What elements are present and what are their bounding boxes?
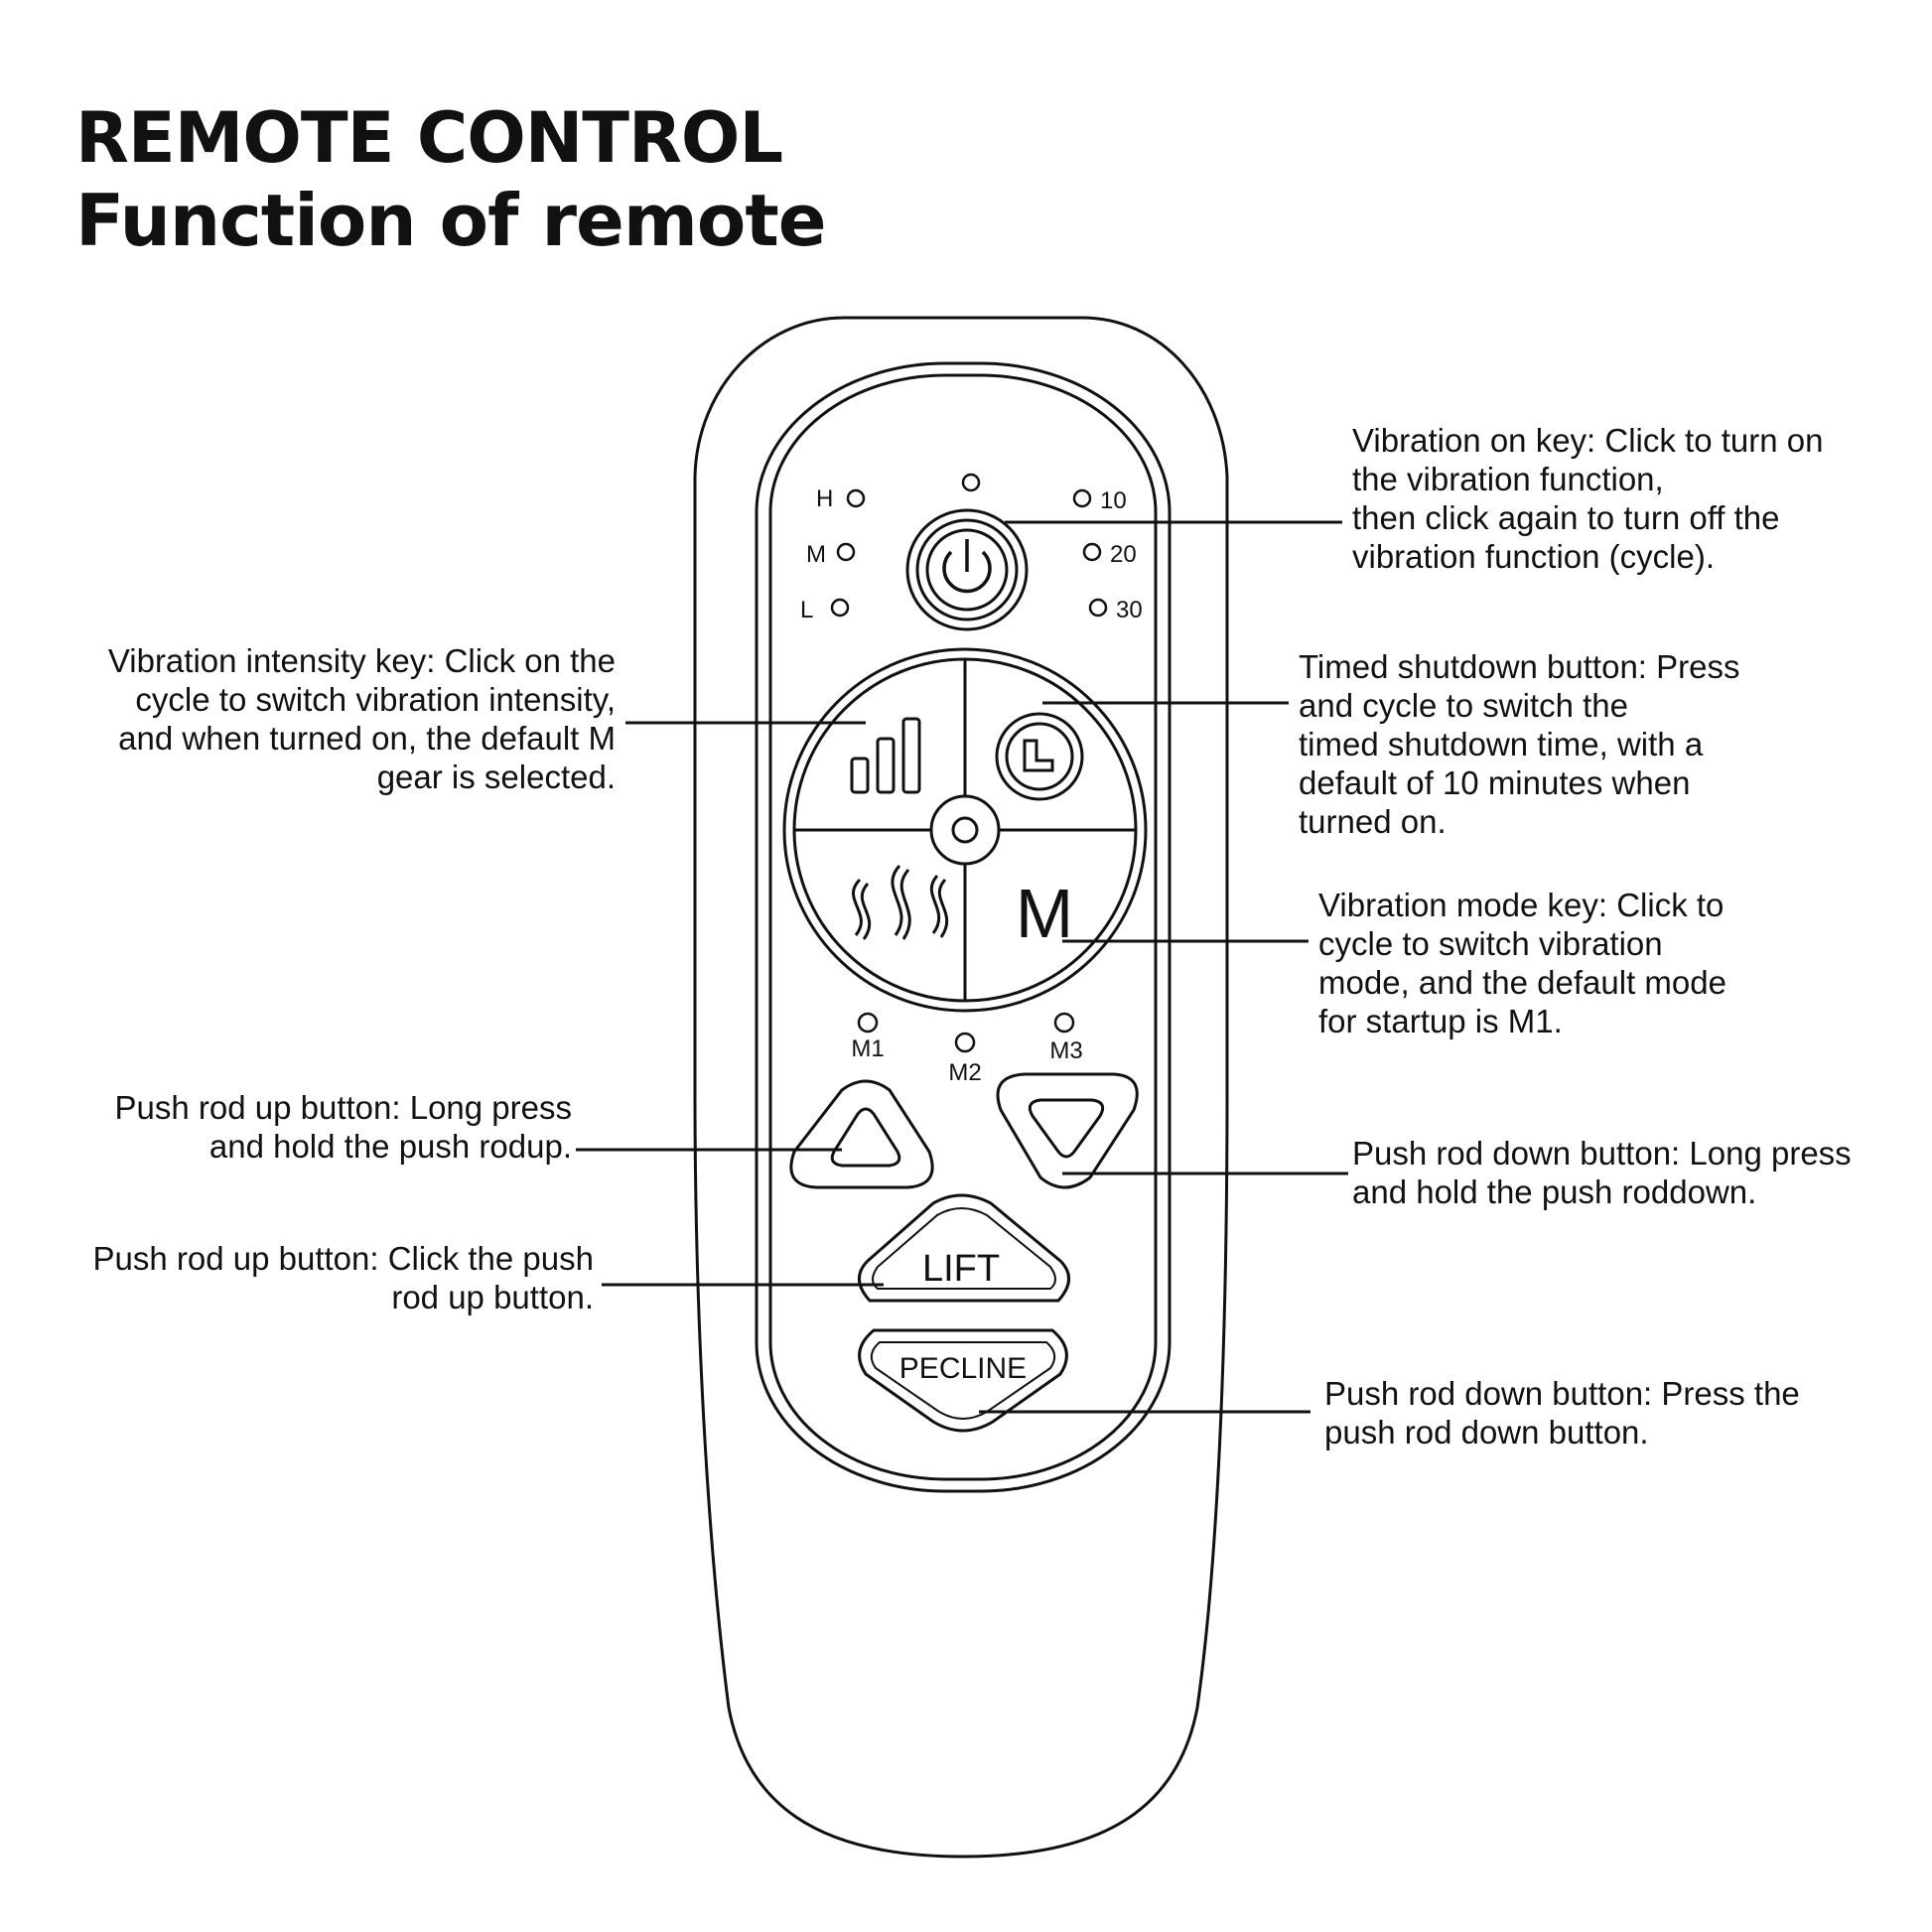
push-rod-up-button[interactable] <box>789 1079 934 1189</box>
power-led <box>961 473 981 492</box>
callout-line: cycle to switch vibration <box>1318 925 1663 962</box>
callout-line: and when turned on, the default M <box>118 720 616 757</box>
led-medium <box>836 542 856 562</box>
callout-line: Timed shutdown button: Press <box>1299 648 1740 685</box>
lift-button[interactable]: LIFT <box>858 1193 1070 1303</box>
power-icon <box>942 539 992 594</box>
led-timer-10 <box>1072 488 1092 508</box>
callout-line: then click again to turn off the <box>1352 499 1780 536</box>
label-m: M <box>806 541 826 568</box>
label-m3: M3 <box>1049 1037 1082 1064</box>
label-l: L <box>800 597 813 623</box>
heat-waves-icon <box>852 864 949 940</box>
triangle-down-icon <box>1028 1098 1105 1159</box>
timer-key[interactable] <box>995 712 1084 801</box>
callout-line: turned on. <box>1299 803 1447 840</box>
heat-key[interactable] <box>852 864 949 940</box>
power-button[interactable] <box>905 508 1029 631</box>
callout-line: cycle to switch vibration intensity, <box>135 681 616 718</box>
callout-line: timed shutdown time, with a <box>1299 726 1704 762</box>
callout-line: Vibration on key: Click to turn on <box>1352 422 1824 459</box>
callout-line: default of 10 minutes when <box>1299 764 1691 801</box>
callout-push-down-long: Push rod down button: Long press and hol… <box>1352 1134 1852 1211</box>
leader-lines <box>576 520 1348 1414</box>
callout-line: Push rod up button: Click the push <box>92 1240 594 1277</box>
callout-line: Push rod down button: Press the <box>1324 1375 1800 1412</box>
led-m3 <box>1053 1012 1075 1034</box>
callout-line: and hold the push roddown. <box>1352 1173 1757 1210</box>
callout-line: the vibration function, <box>1352 461 1664 497</box>
callout-line: rod up button. <box>391 1279 594 1315</box>
callout-line: Push rod up button: Long press <box>114 1089 573 1126</box>
led-m1 <box>857 1012 879 1034</box>
remote-faceplate <box>755 361 1172 1493</box>
callout-line: Vibration intensity key: Click on the <box>107 642 616 679</box>
led-high <box>846 488 866 508</box>
callout-line: mode, and the default mode <box>1318 964 1726 1001</box>
callout-timed-shutdown: Timed shutdown button: Press and cycle t… <box>1299 647 1740 841</box>
callout-line: and cycle to switch the <box>1299 687 1628 724</box>
mode-key[interactable]: M <box>1016 875 1073 952</box>
callout-line: for startup is M1. <box>1318 1003 1563 1039</box>
signal-bars-icon <box>850 717 921 794</box>
mode-key-glyph: M <box>1016 875 1073 952</box>
lift-label: LIFT <box>922 1248 1000 1290</box>
recline-label: PECLINE <box>899 1352 1027 1385</box>
page-subtitle: Function of remote <box>75 179 827 262</box>
label-20: 20 <box>1110 541 1137 568</box>
callout-vibration-on: Vibration on key: Click to turn on the v… <box>1352 421 1823 576</box>
mode-indicators: M1 M2 M3 <box>851 1012 1083 1086</box>
callout-line: Push rod down button: Long press <box>1352 1135 1852 1172</box>
led-low <box>830 598 850 618</box>
callout-line: and hold the push rodup. <box>208 1128 572 1165</box>
callout-intensity: Vibration intensity key: Click on the cy… <box>108 641 616 796</box>
control-disc <box>782 647 1148 1013</box>
led-timer-30 <box>1088 598 1108 618</box>
callout-line: Vibration mode key: Click to <box>1318 887 1725 923</box>
label-m1: M1 <box>851 1035 884 1062</box>
push-rod-down-button[interactable] <box>996 1072 1139 1189</box>
recline-button[interactable]: PECLINE <box>858 1328 1068 1433</box>
label-h: H <box>816 485 833 512</box>
callout-line: push rod down button. <box>1324 1414 1649 1450</box>
callout-line: vibration function (cycle). <box>1352 538 1715 575</box>
label-10: 10 <box>1100 487 1127 514</box>
clock-icon <box>995 712 1084 801</box>
intensity-indicators: H M L <box>800 485 866 623</box>
timer-indicators: 10 20 30 <box>1072 487 1143 623</box>
triangle-up-icon <box>830 1107 901 1168</box>
callout-push-up-long: Push rod up button: Long press and hold … <box>115 1088 573 1166</box>
callout-push-up-click: Push rod up button: Click the push rod u… <box>93 1239 594 1316</box>
remote-body <box>693 316 1229 1859</box>
label-30: 30 <box>1116 597 1143 623</box>
led-timer-20 <box>1082 542 1102 562</box>
callout-line: gear is selected. <box>376 759 616 795</box>
label-m2: M2 <box>948 1059 981 1086</box>
intensity-key[interactable] <box>850 717 921 794</box>
callout-mode: Vibration mode key: Click to cycle to sw… <box>1318 886 1726 1040</box>
callout-push-down-press: Push rod down button: Press the push rod… <box>1324 1374 1800 1451</box>
led-m2 <box>954 1032 976 1053</box>
page-title: REMOTE CONTROL <box>75 97 783 179</box>
